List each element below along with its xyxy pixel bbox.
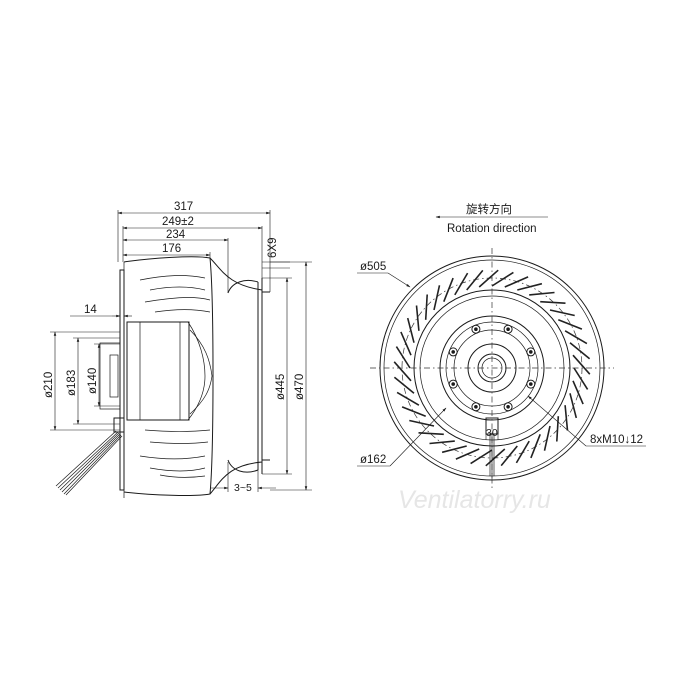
rotation-label-cn: 旋转方向 <box>466 202 512 216</box>
blade-mark <box>433 285 441 311</box>
blade-mark <box>573 367 589 390</box>
blade-mark <box>549 309 575 317</box>
blade-mark <box>515 440 530 464</box>
mounting-hole-center <box>506 405 510 409</box>
mounting-holes <box>448 324 536 412</box>
blade-mark <box>564 405 569 431</box>
dim-249: 249±2 <box>162 216 194 228</box>
dim-445: ø445 <box>275 374 287 400</box>
mounting-hole <box>471 402 481 412</box>
blade-mark <box>429 440 455 445</box>
dim-3-5: 3~5 <box>234 482 252 494</box>
blade-mark <box>543 425 551 451</box>
blade-mark <box>470 449 493 465</box>
motor-body <box>126 321 190 421</box>
mounting-hole <box>448 347 458 357</box>
mounting-hole <box>471 324 481 334</box>
watermark: Ventilatorry.ru <box>398 486 551 514</box>
mounting-hole-center <box>451 382 456 386</box>
dim-505: ø505 <box>360 261 386 273</box>
side-blades <box>139 275 213 478</box>
blade-mark <box>396 391 420 406</box>
cable-gland <box>113 417 125 433</box>
impeller-shroud <box>123 256 270 293</box>
blade-mark <box>393 361 412 382</box>
blade-mark <box>454 272 469 296</box>
blade-mark <box>395 346 411 369</box>
blade-mark <box>569 393 578 419</box>
dim-14: 14 <box>84 304 97 316</box>
blade-mark <box>393 376 415 394</box>
blade-mark <box>517 282 543 291</box>
impeller-blades <box>393 269 591 467</box>
mounting-hole-center <box>474 405 478 409</box>
side-view: 317 249±2 234 176 14 6X9 ø210 ø183 ø140 <box>43 201 312 498</box>
mounting-hole-center <box>451 350 456 354</box>
mounting-hole <box>526 379 536 389</box>
blade-mark <box>564 330 588 345</box>
blade-mark <box>455 448 480 460</box>
mounting-hole-center <box>474 327 478 332</box>
blade-mark <box>504 276 529 288</box>
mounting-hole <box>503 324 513 334</box>
blade-mark <box>569 342 591 360</box>
blade-mark <box>529 291 555 296</box>
mounting-hole <box>448 379 458 389</box>
blade-mark <box>572 354 591 375</box>
blade-mark <box>485 448 506 467</box>
dim-234: 234 <box>166 229 186 241</box>
blade-mark <box>401 406 426 417</box>
dim-6x9: 6X9 <box>267 238 279 258</box>
dim-140: ø140 <box>87 368 99 394</box>
mounting-hole <box>526 347 536 357</box>
blade-mark <box>424 294 428 320</box>
dim-317: 317 <box>174 201 193 213</box>
blade-mark <box>418 432 444 436</box>
blade-mark <box>415 305 420 331</box>
blade-mark <box>500 445 518 467</box>
mounting-hole-center <box>529 350 533 354</box>
dim-470: ø470 <box>294 374 306 400</box>
front-view: 旋转方向 Rotation direction 30 ø505 <box>357 202 646 488</box>
blade-mark <box>558 319 583 330</box>
blade-mark <box>400 331 412 356</box>
mounting-hole <box>503 402 513 412</box>
rotation-label-en: Rotation direction <box>447 223 537 235</box>
blade-mark <box>466 269 484 291</box>
blade-mark <box>441 445 467 454</box>
blade-mark <box>530 434 541 459</box>
blade-mark <box>478 269 499 288</box>
thread-holes-label: 8xM10↓12 <box>590 434 643 446</box>
back-plate <box>119 269 125 491</box>
blade-mark <box>409 419 435 427</box>
blade-mark <box>491 271 514 287</box>
dim-210: ø210 <box>43 372 55 398</box>
blade-mark <box>443 277 454 302</box>
blade-mark <box>572 380 584 405</box>
blade-mark <box>556 416 560 442</box>
cable-wires <box>55 430 123 496</box>
blade-mark <box>406 317 415 343</box>
dim-183: ø183 <box>66 370 78 396</box>
blade-mark <box>540 300 566 304</box>
mounting-hole-center <box>506 327 510 332</box>
dim-176: 176 <box>162 243 181 255</box>
mounting-hole-center <box>529 382 533 386</box>
dim-30: 30 <box>486 427 498 439</box>
dim-162: ø162 <box>360 454 386 466</box>
